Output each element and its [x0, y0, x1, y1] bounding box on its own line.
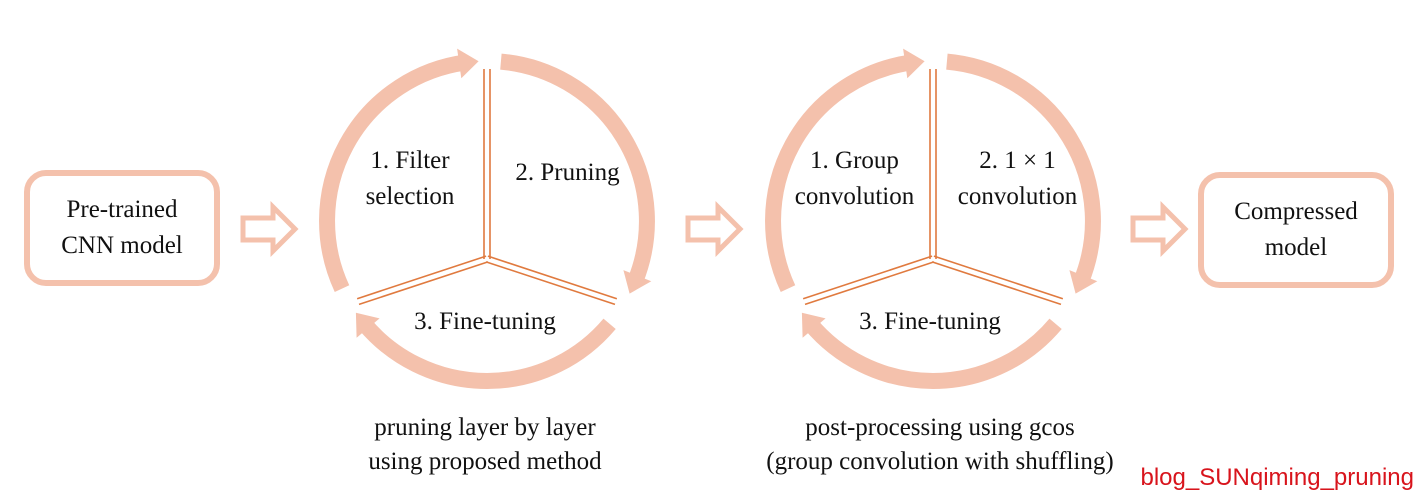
- postprocess-cycle-divider-right-a: [931, 261, 1062, 306]
- pruning-cycle-divider-right-a: [485, 261, 616, 306]
- postprocess-step2-line2: convolution: [957, 183, 1078, 210]
- postprocess-cycle-arrowhead-3: [903, 48, 925, 79]
- postprocess-cycle-arrowhead-1: [1069, 270, 1098, 294]
- pruning-cycle-arc-3: [319, 54, 466, 292]
- pruning-step1-line2: selection: [365, 183, 455, 210]
- postprocess-cycle-step1-label: 1. Group convolution: [782, 143, 927, 215]
- postprocess-step2-line1: 2. 1 × 1: [979, 147, 1056, 174]
- pruning-cycle-divider-right-b: [487, 255, 618, 300]
- postprocess-cycle-divider-left-a: [802, 255, 933, 300]
- pruning-cycle-divider-left-a: [356, 255, 487, 300]
- pruning-cycle-step2-label: 2. Pruning: [515, 159, 620, 186]
- postprocess-step1-line1: 1. Group: [810, 147, 899, 174]
- pruning-cycle-arc-2: [358, 318, 616, 389]
- postprocess-cycle-arc-3: [765, 54, 912, 292]
- postprocess-caption-line2: (group convolution with shuffling): [766, 448, 1114, 475]
- pruning-cycle-step3-label: 3. Fine-tuning: [414, 308, 556, 335]
- postprocess-cycle-step2-label: 2. 1 × 1 convolution: [945, 143, 1090, 215]
- postprocess-cycle-caption: post-processing using gcos (group convol…: [720, 411, 1160, 479]
- input-model-box: Pre-trained CNN model: [24, 170, 220, 286]
- pruning-step1-line1: 1. Filter: [370, 147, 450, 174]
- pruning-cycle-divider-left-b: [358, 261, 489, 306]
- output-box-line1: Compressed: [1234, 198, 1358, 225]
- pruning-cycle-arrowhead-1: [623, 270, 652, 294]
- postprocess-cycle-arc-2: [804, 318, 1062, 389]
- watermark-text: blog_SUNqiming_pruning: [1140, 464, 1414, 491]
- pruning-caption-line1: pruning layer by layer: [374, 414, 596, 441]
- input-box-line2: CNN model: [61, 232, 183, 259]
- postprocess-cycle-divider-right-b: [933, 255, 1064, 300]
- postprocess-cycle-step3-label: 3. Fine-tuning: [859, 308, 1001, 335]
- postprocess-step1-line2: convolution: [794, 183, 915, 210]
- pruning-cycle-arrowhead-2: [355, 312, 380, 338]
- flow-arrow-input-to-pruning: [240, 200, 299, 258]
- flow-arrow-postprocess-to-output: [1130, 200, 1189, 258]
- postprocess-cycle-divider-left-b: [804, 261, 935, 306]
- pruning-cycle-caption: pruning layer by layer using proposed me…: [305, 411, 665, 479]
- output-model-box: Compressed model: [1198, 172, 1394, 288]
- flow-arrow-pruning-to-postprocess: [685, 200, 744, 258]
- postprocess-cycle-arc-1: [946, 53, 1101, 284]
- pruning-caption-line2: using proposed method: [368, 448, 602, 475]
- postprocess-cycle-arrowhead-2: [801, 312, 826, 338]
- postprocess-caption-line1: post-processing using gcos: [805, 414, 1075, 441]
- pruning-cycle-arrowhead-3: [457, 48, 479, 79]
- pruning-cycle-step1-label: 1. Filter selection: [345, 143, 475, 215]
- pruning-cycle-arc-1: [500, 53, 655, 284]
- input-box-line1: Pre-trained: [66, 196, 178, 223]
- output-box-line2: model: [1264, 234, 1328, 261]
